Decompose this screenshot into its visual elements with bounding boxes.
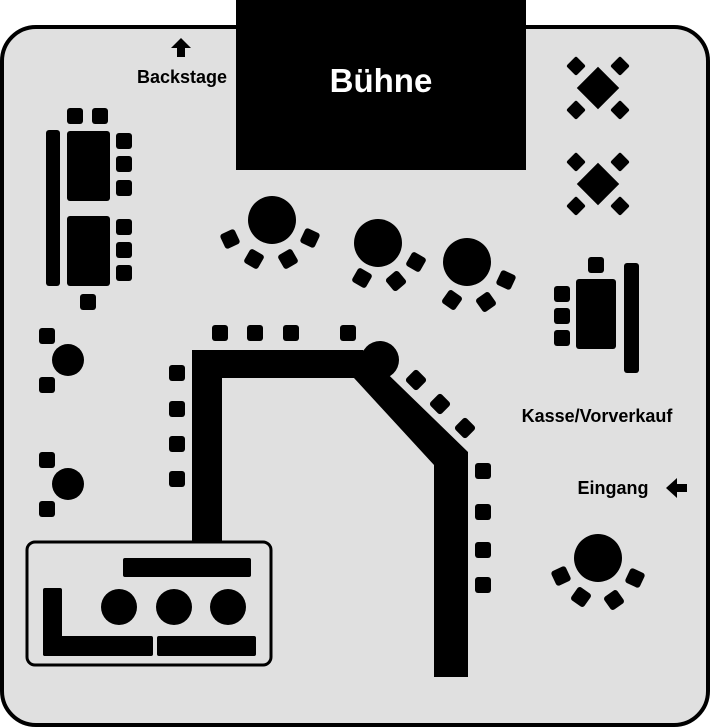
entrance-label: Eingang — [578, 478, 649, 498]
half-table-left-1 — [39, 328, 84, 393]
backstage-arrow-icon — [171, 38, 191, 57]
round-table-2 — [352, 219, 426, 292]
long-table-group-left — [46, 108, 132, 310]
lounge-area — [25, 540, 273, 667]
box-office-label: Kasse/Vorverkauf — [522, 406, 674, 426]
backstage-label: Backstage — [137, 67, 227, 87]
half-table-left-2 — [39, 452, 84, 517]
entrance-arrow-icon — [666, 478, 687, 498]
stage: Bühne — [236, 0, 526, 170]
bar-counter — [192, 341, 468, 677]
round-table-3 — [442, 238, 516, 312]
round-table-4 — [551, 534, 645, 610]
round-table-1 — [220, 196, 320, 269]
table-group-right — [554, 257, 639, 373]
stage-label: Bühne — [330, 62, 433, 99]
bar-stools — [169, 325, 491, 593]
